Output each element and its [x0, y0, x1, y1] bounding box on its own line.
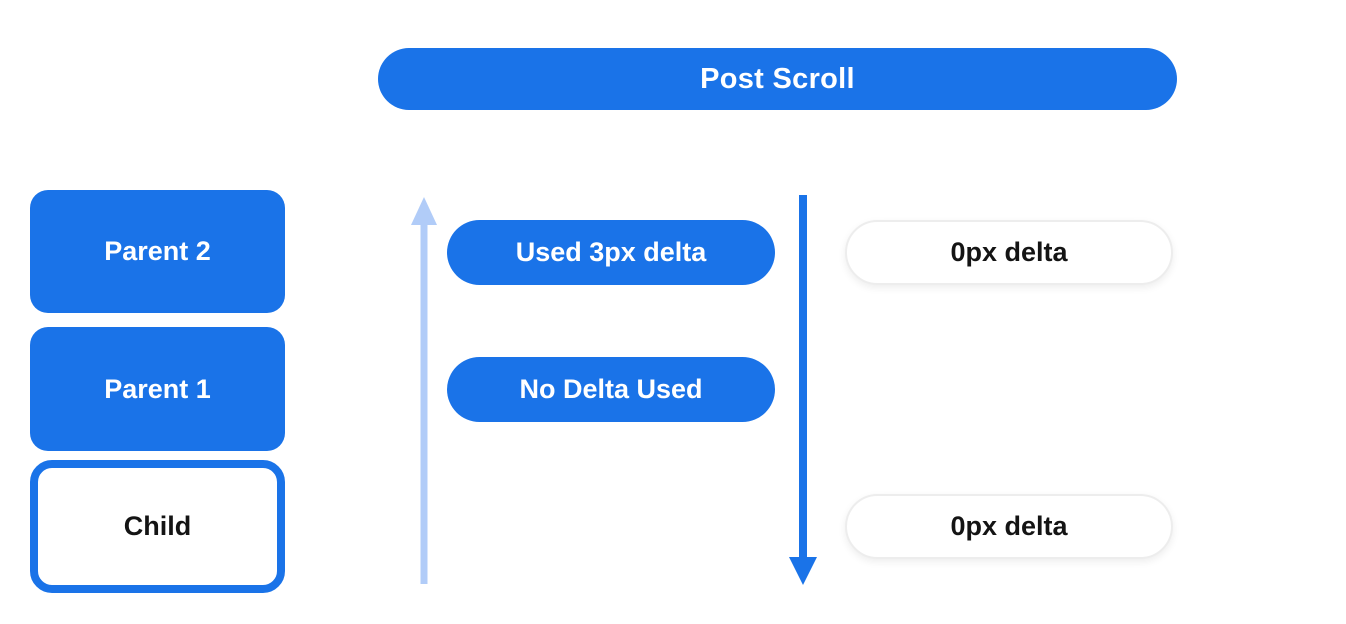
post-scroll-label: Post Scroll — [700, 62, 855, 95]
child-label: Child — [123, 511, 192, 541]
zero-delta-bottom-pill: 0px delta — [845, 494, 1173, 559]
no-delta-label: No Delta Used — [519, 374, 703, 404]
zero-delta-bottom-label: 0px delta — [950, 511, 1068, 541]
scroll-up-arrow — [411, 197, 437, 584]
used-delta-pill: Used 3px delta — [447, 220, 775, 285]
parent1-label: Parent 1 — [104, 373, 211, 404]
parent2-box: Parent 2 — [30, 190, 285, 313]
no-delta-pill: No Delta Used — [447, 357, 775, 422]
used-delta-label: Used 3px delta — [515, 237, 707, 267]
zero-delta-top-pill: 0px delta — [845, 220, 1173, 285]
parent1-box: Parent 1 — [30, 327, 285, 451]
parent2-label: Parent 2 — [104, 236, 211, 266]
zero-delta-top-label: 0px delta — [950, 237, 1068, 267]
post-scroll-banner: Post Scroll — [378, 48, 1177, 110]
child-box: Child — [30, 460, 285, 593]
scroll-down-arrow — [789, 195, 817, 585]
